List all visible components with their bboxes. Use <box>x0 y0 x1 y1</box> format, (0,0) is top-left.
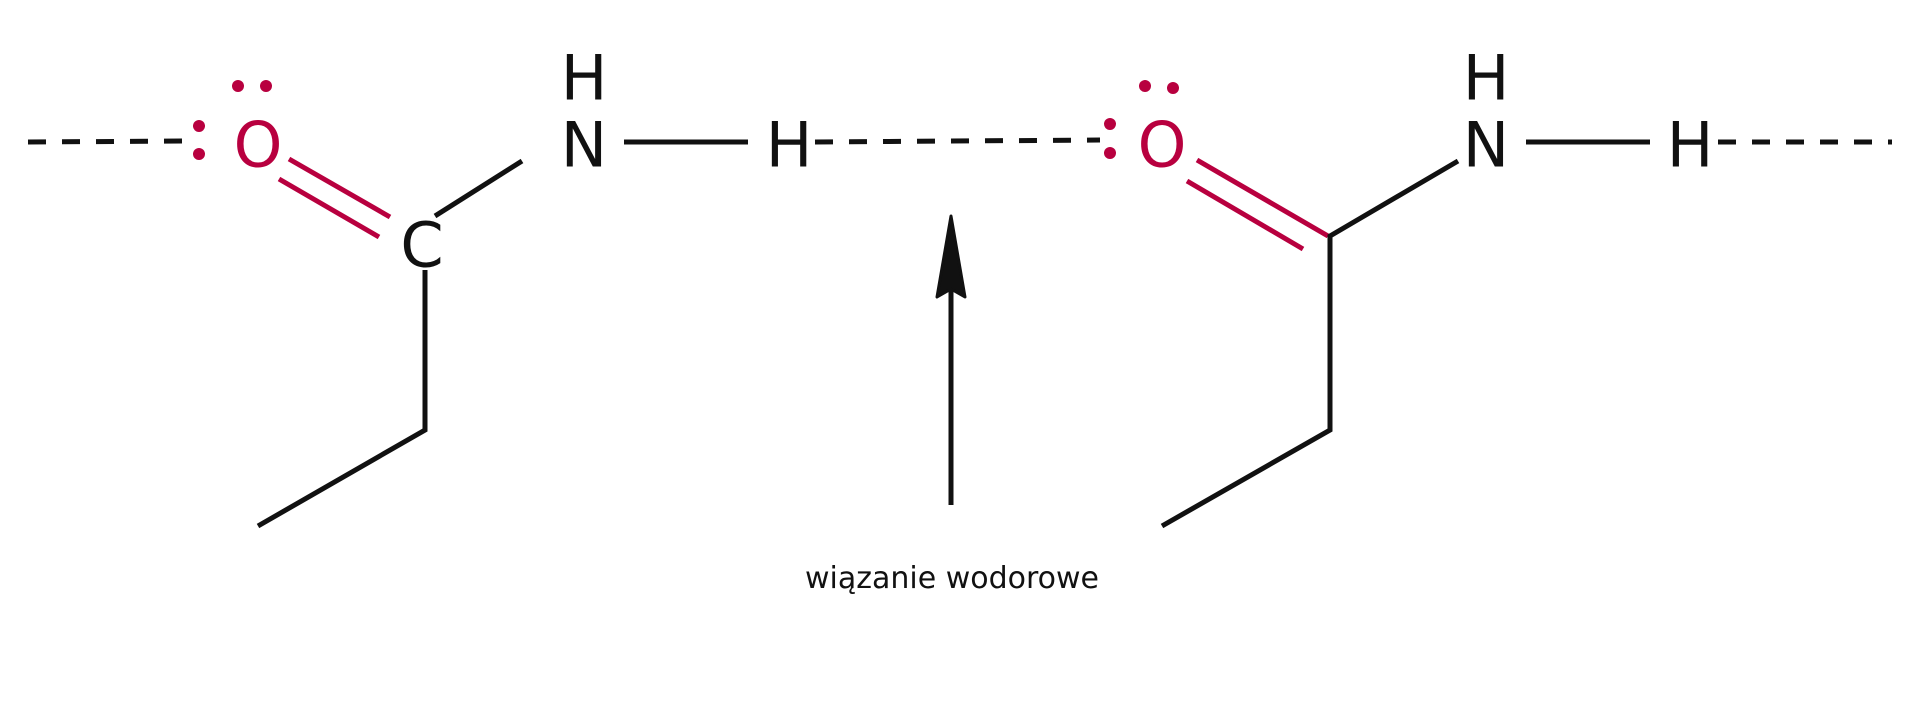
lone-pairs-o2 <box>1104 80 1179 159</box>
bond-c1-n1 <box>433 158 524 219</box>
hydrogen-bond-left <box>27 138 186 145</box>
hydrogen-bond-label: wiązanie wodorowe <box>805 561 1099 596</box>
bond-c1-chain <box>256 270 428 529</box>
atom-nitrogen-2: N <box>1463 109 1509 182</box>
double-bond-1b <box>277 176 381 240</box>
double-bond-2b <box>1185 178 1305 252</box>
arrow-up-icon <box>935 214 967 505</box>
atom-oxygen-2: O <box>1138 109 1187 182</box>
bond-c2-chain <box>1160 158 1460 529</box>
atom-carbon-1: C <box>400 209 443 282</box>
double-bond-1a <box>287 156 392 220</box>
atom-hydrogen-1: H <box>766 109 813 182</box>
double-bond-2a <box>1195 157 1330 239</box>
atom-nitrogen-1: N <box>561 109 607 182</box>
atom-hydrogen-2: H <box>1667 109 1714 182</box>
atom-hydrogen-n2-top: H <box>1463 42 1510 115</box>
atom-hydrogen-n1-top: H <box>561 42 608 115</box>
lone-pairs-o1 <box>193 80 272 160</box>
atom-oxygen-1: O <box>234 109 283 182</box>
hydrogen-bond-center <box>814 137 1101 145</box>
